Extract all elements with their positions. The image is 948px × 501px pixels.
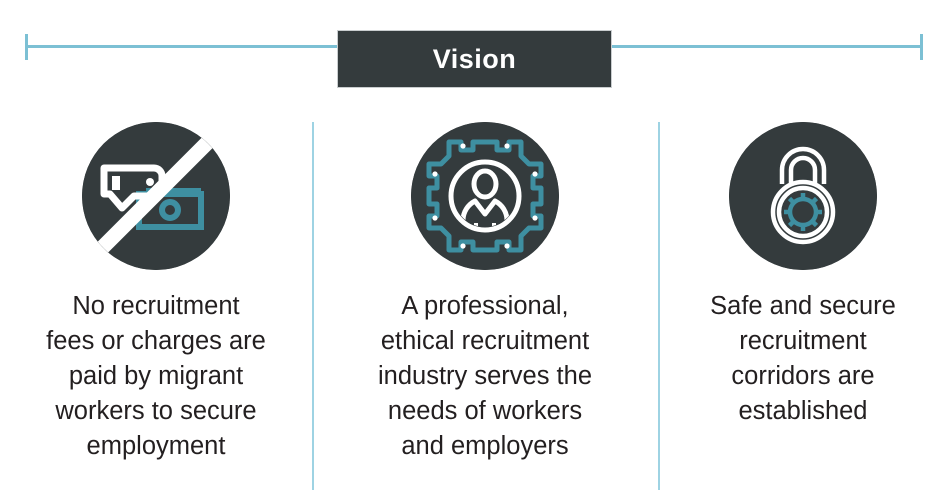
column-divider-2 <box>658 122 660 490</box>
column-divider-1 <box>312 122 314 490</box>
vision-caption-2: A professional, ethical recruitment indu… <box>377 292 592 460</box>
vision-caption-1: No recruitment fees or charges are paid … <box>46 292 266 460</box>
no-recruitment-fees-icon <box>82 122 230 270</box>
page-title: Vision <box>432 43 517 74</box>
ethical-recruitment-gear-person-icon <box>411 122 559 270</box>
vision-caption-3: Safe and secure recruitment corridors ar… <box>710 292 896 425</box>
vision-column-2: A professional, ethical recruitment indu… <box>312 0 658 501</box>
vision-column-3: Safe and secure recruitment corridors ar… <box>658 0 948 501</box>
header-tick-right <box>920 34 923 60</box>
safe-corridors-padlock-icon <box>729 122 877 270</box>
page-title-plate: Vision <box>337 30 612 88</box>
header-tick-left <box>25 34 28 60</box>
vision-column-1: No recruitment fees or charges are paid … <box>0 0 312 501</box>
